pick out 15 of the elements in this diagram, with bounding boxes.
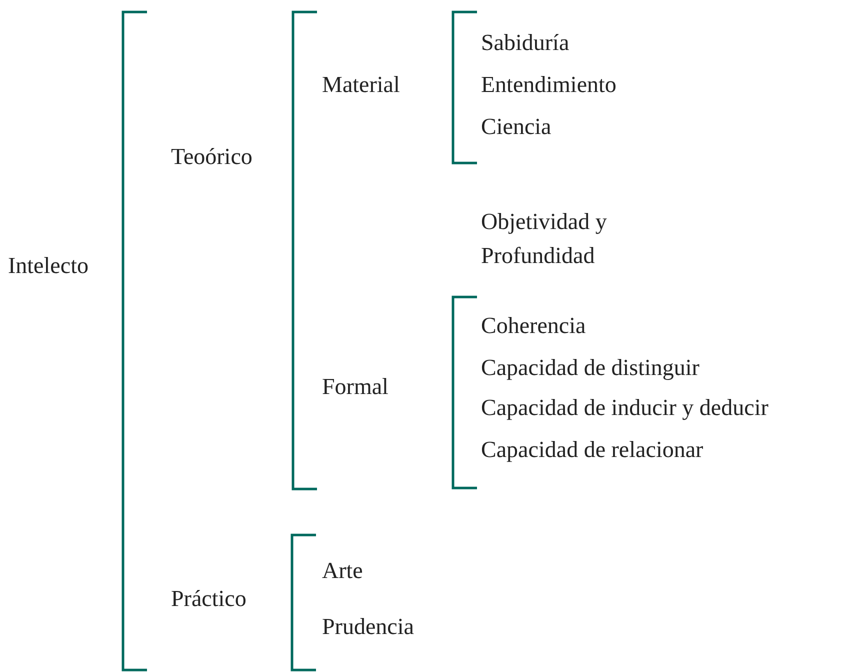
category-label: Formal [322, 373, 388, 401]
category-label: Prudencia [322, 613, 414, 641]
category-label: Sabiduría [481, 29, 570, 57]
category-label: Ciencia [481, 113, 552, 141]
category-label: Capacidad de inducir y deducir [481, 394, 768, 422]
category-label: Capacidad de distinguir [481, 354, 700, 382]
category-label: Capacidad de relacionar [481, 436, 704, 464]
category-label: Arte [322, 557, 363, 585]
category-label: Teoórico [171, 143, 252, 171]
category-label: Entendimiento [481, 71, 616, 99]
category-label: Objetividad y Profundidad [481, 208, 608, 270]
category-label: Coherencia [481, 312, 586, 340]
category-label: Práctico [171, 585, 246, 613]
category-label: Material [322, 71, 400, 99]
category-label: Intelecto [8, 252, 88, 280]
